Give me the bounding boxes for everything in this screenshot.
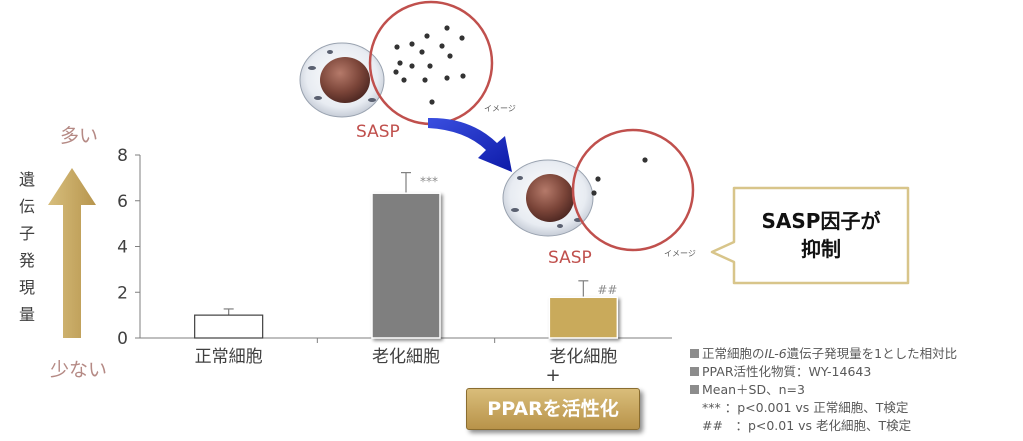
- sasp-label-1: SASP: [356, 122, 400, 142]
- y-axis-title-char: 発: [19, 251, 35, 270]
- sasp-dot: [427, 63, 433, 69]
- bars: *** ##: [194, 172, 619, 339]
- sasp-dot: [394, 44, 400, 50]
- bullet-square-icon: [690, 385, 699, 394]
- sasp-dot: [422, 77, 428, 83]
- note-2: PPAR活性化物質：WY-14643: [702, 364, 872, 379]
- y-tick-label: 0: [117, 329, 128, 349]
- note-1-post: 遺伝子発現量を1とした相対比: [786, 346, 958, 361]
- y-tick-label: 6: [117, 192, 128, 212]
- sasp-dot: [642, 157, 648, 163]
- y-tick-label: 4: [117, 238, 128, 258]
- sasp-dot: [439, 43, 445, 49]
- y-bottom-label: 少ない: [50, 359, 107, 381]
- sasp-dots-2: [591, 157, 648, 196]
- y-axis-title-char: 現: [19, 278, 35, 297]
- scale-arrow: [48, 168, 96, 338]
- cell-illustration-2: [502, 159, 594, 237]
- ppar-activation-badge: PPARを活性化: [466, 388, 640, 430]
- y-axis-title: 遺伝子発現量: [19, 170, 35, 324]
- sasp-dot: [591, 190, 597, 196]
- y-top-label: 多い: [60, 125, 98, 147]
- y-axis-title-char: 量: [19, 305, 35, 324]
- bullet-square-icon: [690, 349, 699, 358]
- cell-illustration-1: [299, 42, 385, 118]
- callout-line-1: SASP因子が: [762, 209, 881, 233]
- y-axis-title-char: 遺: [19, 170, 35, 189]
- sasp-dot: [447, 53, 453, 59]
- callout-line-2: 抑制: [801, 237, 841, 261]
- y-ticks: 0 2 4 6 8: [117, 146, 140, 349]
- transition-arrow: [428, 117, 512, 172]
- sasp-circle-1: [368, 0, 494, 126]
- note-5: ## ：p<0.01 vs 老化細胞、T検定: [702, 418, 912, 433]
- category-labels: 正常細胞 老化細胞 老化細胞: [195, 347, 618, 367]
- bar: [194, 314, 264, 339]
- category-label: 正常細胞: [195, 347, 263, 367]
- note-1-pre: 正常細胞の: [702, 346, 765, 361]
- image-note-1: イメージ: [484, 104, 516, 113]
- image-note-2: イメージ: [664, 249, 696, 258]
- x-ticks: [316, 338, 496, 343]
- callout-bubble: [710, 186, 910, 285]
- sasp-label-2: SASP: [548, 248, 592, 268]
- significance-label: ***: [420, 175, 438, 189]
- bar: [548, 296, 619, 339]
- notes-block: 正常細胞のIL-6遺伝子発現量を1とした相対比 PPAR活性化物質：WY-146…: [690, 345, 957, 435]
- category-plus-sign: +: [545, 365, 560, 386]
- sasp-dot: [419, 49, 425, 55]
- sasp-dot: [393, 69, 399, 75]
- note-3: Mean＋SD、n=3: [702, 382, 805, 397]
- sasp-dot: [401, 77, 407, 83]
- sasp-dot: [409, 41, 415, 47]
- sasp-circle-2: [571, 128, 695, 252]
- y-axis-title-char: 子: [19, 224, 35, 243]
- note-row-2: PPAR活性化物質：WY-14643: [690, 363, 957, 381]
- y-axis-title-char: 伝: [19, 197, 35, 216]
- note-row-1: 正常細胞のIL-6遺伝子発現量を1とした相対比: [690, 345, 957, 363]
- category-label: 老化細胞: [372, 347, 440, 367]
- sasp-dot: [595, 176, 601, 182]
- note-4: *** ：p<0.001 vs 正常細胞、T検定: [702, 400, 909, 415]
- bar: [371, 192, 441, 339]
- sasp-dot: [429, 99, 435, 105]
- sasp-dot: [444, 25, 450, 31]
- note-row-3: Mean＋SD、n=3: [690, 381, 957, 399]
- y-tick-label: 8: [117, 146, 128, 166]
- bullet-square-icon: [690, 367, 699, 376]
- sasp-dot: [424, 33, 430, 39]
- sasp-dots-1: [393, 25, 466, 105]
- sasp-dot: [409, 63, 415, 69]
- sasp-dot: [444, 75, 450, 81]
- sasp-dot: [460, 73, 466, 79]
- significance-label: ##: [597, 283, 617, 297]
- sasp-dot: [397, 60, 403, 66]
- category-label: 老化細胞: [549, 347, 617, 367]
- y-tick-label: 2: [117, 283, 128, 303]
- note-1-gene: IL-6: [764, 346, 787, 361]
- sasp-dot: [459, 35, 465, 41]
